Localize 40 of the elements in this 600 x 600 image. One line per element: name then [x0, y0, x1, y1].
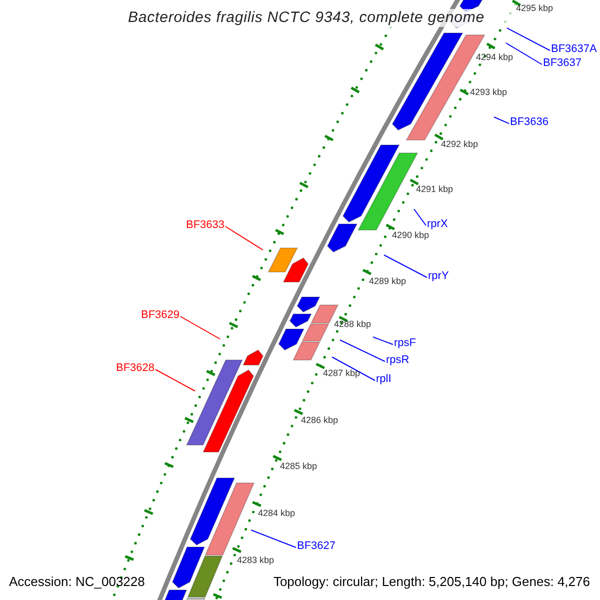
scale-label: 4289 kbp	[369, 276, 406, 287]
scale-label: 4283 kbp	[237, 555, 274, 566]
gene-label: rpsR	[386, 354, 410, 367]
scale-label: 4284 kbp	[258, 508, 296, 519]
gene-label: BF3628	[116, 362, 155, 375]
leader-line	[372, 336, 394, 345]
leader-line	[506, 28, 550, 51]
scale-label: 4293 kbp	[470, 87, 508, 98]
leader-line	[506, 42, 542, 65]
genome-info-label: Topology: circular; Length: 5,205,140 bp; Genes: 4,276	[273, 574, 590, 590]
gene-label: BF3629	[141, 309, 180, 322]
scale-label: 4287 kbp	[323, 368, 360, 379]
scale-label: 4288 kbp	[334, 319, 372, 330]
scale-label: 4295 kbp	[516, 3, 554, 14]
scale-label: 4291 kbp	[416, 184, 454, 195]
leader-line	[340, 340, 386, 362]
leader-line	[250, 530, 296, 548]
leader-line	[155, 369, 196, 392]
gene-label: BF3627	[297, 540, 336, 553]
scale-label: 4285 kbp	[280, 461, 318, 472]
leader-line	[494, 116, 510, 124]
diagram-title: Bacteroides fragilis NCTC 9343, complete genome	[128, 9, 484, 27]
leader-line	[332, 356, 376, 381]
scale-label: 4292 kbp	[441, 139, 478, 150]
gene-label: rprY	[428, 270, 449, 283]
gene-label: BF3637	[543, 57, 582, 70]
leader-line	[225, 226, 264, 250]
gene-label: BF3636	[510, 116, 549, 129]
scale-label: 4290 kbp	[392, 230, 430, 241]
leader-line	[384, 254, 428, 278]
scale-label: 4294 kbp	[476, 52, 514, 63]
accession-label: Accession: NC_003228	[9, 574, 145, 590]
leader-line	[180, 316, 220, 340]
leader-line	[414, 208, 426, 226]
gene-label: rprX	[427, 218, 448, 231]
gene-label: BF3637A	[551, 43, 597, 56]
gene-label: rpsF	[394, 337, 416, 350]
gene-label: rplI	[376, 373, 392, 386]
gene-label: BF3633	[186, 219, 225, 232]
scale-label: 4286 kbp	[301, 415, 338, 426]
